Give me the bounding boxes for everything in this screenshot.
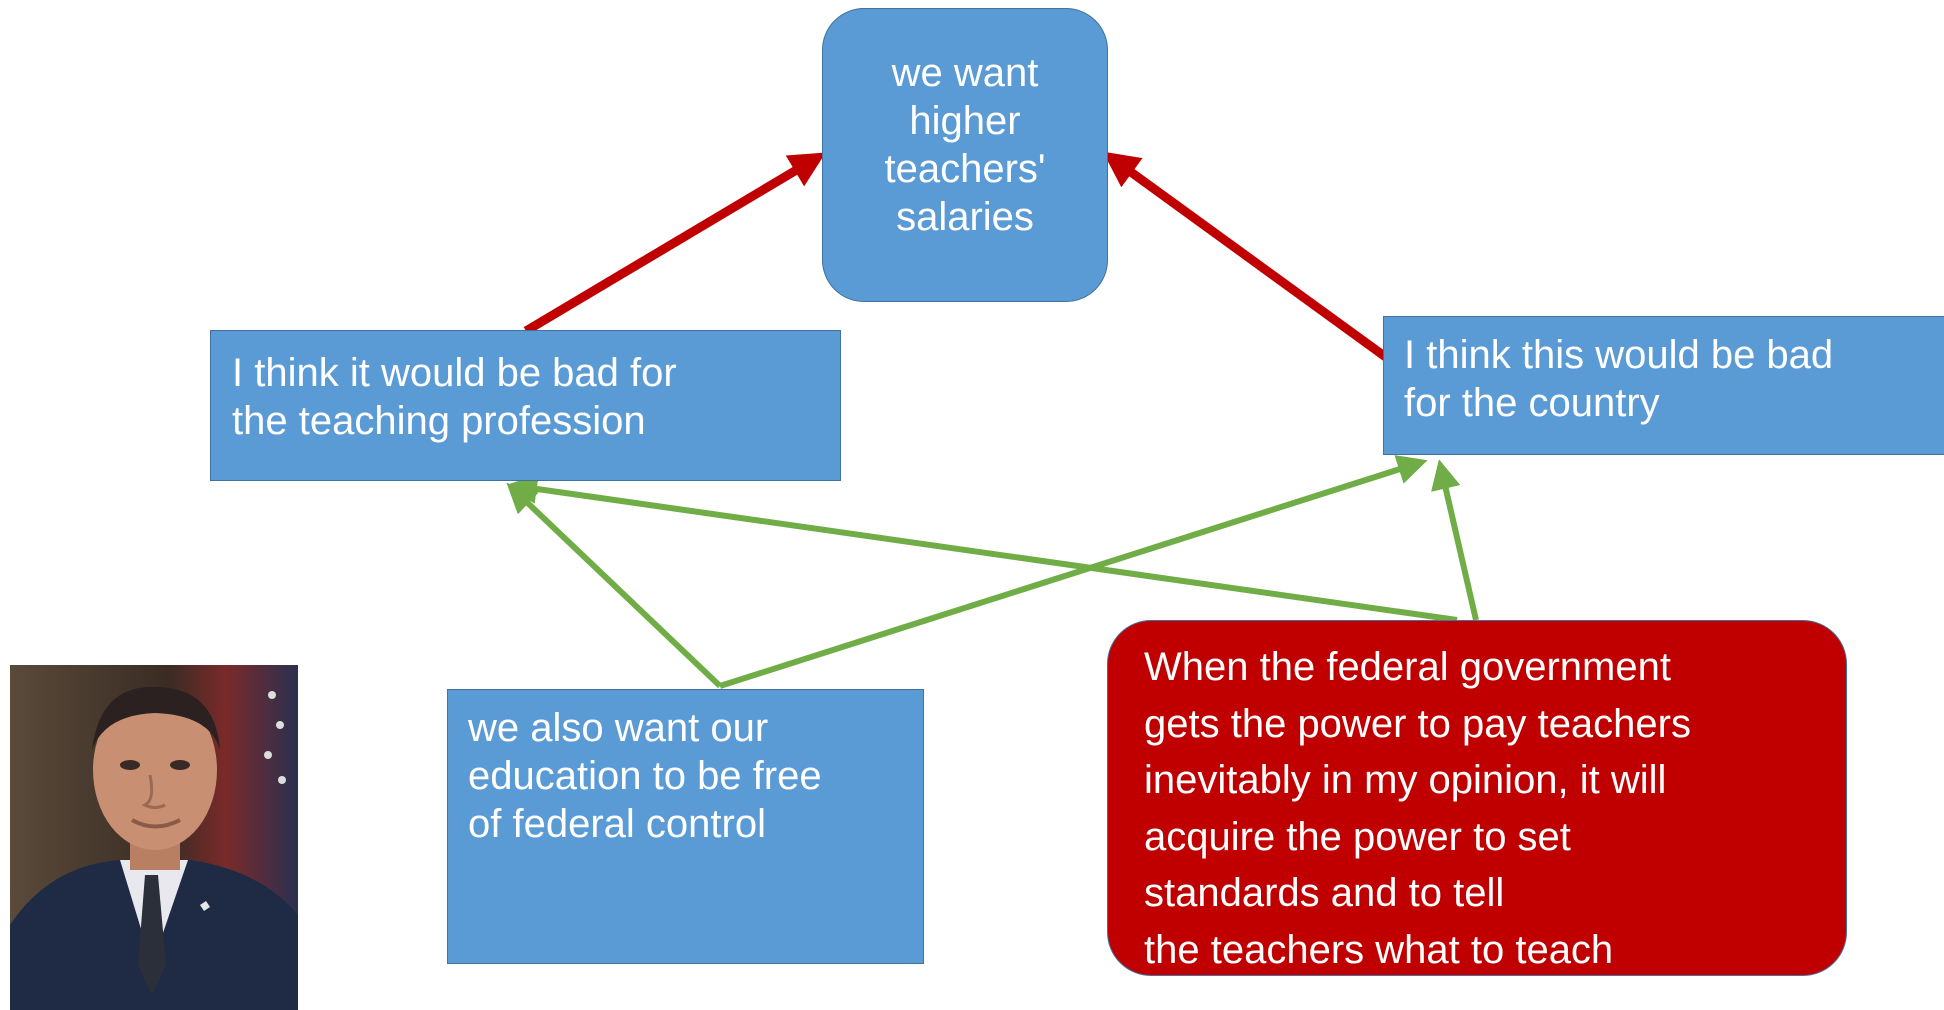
node-text-line: acquire the power to set <box>1144 814 1571 859</box>
node-text-line: standards and to tell <box>1144 871 1505 915</box>
node-text-line: inevitably in my opinion, it will <box>1144 758 1667 802</box>
node-text-line: salaries <box>896 195 1034 239</box>
person-portrait-icon <box>10 665 298 1010</box>
node-text-line: I think it would be bad for <box>232 351 677 395</box>
node-text-line: I think this would be bad <box>1404 333 1834 377</box>
premise-node-federal-control: we also want our education to be free of… <box>447 689 924 964</box>
claim-node-higher-salaries: we want higher teachers' salaries <box>822 8 1108 302</box>
node-text-line: education to be free <box>468 754 822 798</box>
attack-arrow-right-to-top <box>1102 151 1390 362</box>
support-arrow-redbox-to-left <box>507 474 1458 623</box>
node-text-line: the teachers what to teach <box>1144 927 1614 972</box>
node-text-line: higher <box>909 99 1021 143</box>
node-text-line: of federal control <box>468 802 766 846</box>
node-text-line: When the federal government <box>1144 645 1671 689</box>
premise-node-federal-power: When the federal government gets the pow… <box>1107 620 1847 976</box>
node-text-line: we want <box>891 51 1039 95</box>
support-arrow-middle-to-right <box>719 455 1428 689</box>
node-text-line: the teaching profession <box>232 399 646 443</box>
node-text-line: we also want our <box>468 706 769 750</box>
node-text-line: gets the power to pay teachers <box>1144 701 1691 746</box>
support-arrow-middle-to-left <box>506 482 723 689</box>
attack-arrow-left-to-top <box>523 152 826 335</box>
node-text-line: teachers' <box>884 147 1046 191</box>
support-arrow-redbox-to-right <box>1431 459 1479 621</box>
objection-node-country: I think this would be bad for the countr… <box>1383 316 1944 455</box>
objection-node-teaching-profession: I think it would be bad for the teaching… <box>210 330 841 481</box>
node-text-line: for the country <box>1404 381 1660 425</box>
